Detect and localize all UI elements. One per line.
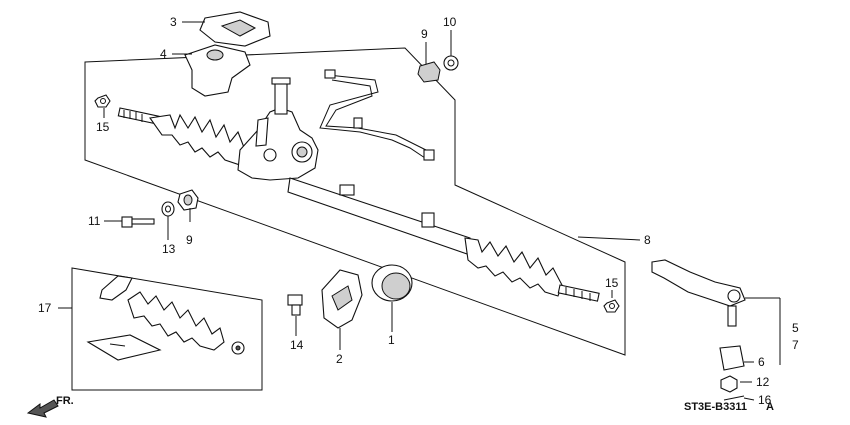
front-label: FR.: [56, 395, 74, 407]
rack-assembly-frame: [84, 47, 626, 356]
part-9-top-bushing[interactable]: [417, 61, 441, 83]
part-13-washer[interactable]: [161, 201, 175, 217]
callout-6: 6: [758, 355, 765, 369]
callout-11: 11: [88, 214, 101, 228]
diagram-code-suffix: A: [766, 401, 774, 413]
callout-2: 2: [336, 352, 343, 366]
callout-3: 3: [170, 15, 177, 29]
callout-7: 7: [792, 338, 799, 352]
part-2-bracket[interactable]: [321, 269, 363, 329]
callout-8: 8: [644, 233, 651, 247]
callout-4: 4: [160, 47, 167, 61]
gear-housing[interactable]: [237, 77, 319, 181]
fluid-lines[interactable]: [319, 69, 435, 161]
right-tie-rod[interactable]: [557, 284, 600, 302]
callout-16: 16: [758, 393, 772, 407]
diagram-code-text: ST3E-B3311: [684, 401, 747, 413]
callout-17: 17: [38, 301, 52, 315]
part-11-bolt[interactable]: [121, 216, 155, 228]
tie-rod-end[interactable]: [651, 259, 746, 327]
part-10-cap[interactable]: [443, 55, 459, 71]
leader-lines: [58, 21, 781, 401]
callout-1: 1: [388, 333, 395, 347]
part-9-left-bushing[interactable]: [177, 189, 199, 211]
callout-15-right: 15: [605, 276, 619, 290]
callout-9-top: 9: [421, 27, 428, 41]
boot-kit-boot[interactable]: [127, 291, 225, 351]
callout-14: 14: [290, 338, 304, 352]
boot-kit-small-clip[interactable]: [231, 341, 245, 355]
part-3-upper-cover[interactable]: [199, 11, 271, 47]
boot-kit-grease-packet[interactable]: [86, 334, 162, 361]
left-rack-boot[interactable]: [149, 113, 246, 166]
right-rack-boot[interactable]: [464, 237, 563, 297]
callout-15-left: 15: [96, 120, 110, 134]
part-1-bushing[interactable]: [371, 264, 413, 302]
callout-10: 10: [443, 15, 457, 29]
callout-5: 5: [792, 321, 799, 335]
part-14-bolt[interactable]: [287, 294, 303, 316]
boot-kit-clamp[interactable]: [99, 275, 133, 301]
callout-13: 13: [162, 242, 176, 256]
boot-kit-frame: [71, 267, 263, 391]
part-6-boot[interactable]: [719, 345, 745, 371]
part-15-right-nut[interactable]: [603, 299, 620, 313]
callout-9-left: 9: [186, 233, 193, 247]
part-16-cotter-pin[interactable]: [723, 395, 745, 401]
part-4-grommet-mount[interactable]: [184, 44, 251, 97]
part-12-nut[interactable]: [720, 375, 738, 393]
callout-12: 12: [756, 375, 770, 389]
callout-labels: 3 4 9 10 15 11 13 9 8 15 17 14 2 1 5 7 6…: [38, 15, 799, 407]
diagram-code: ST3E-B3311 A: [684, 401, 774, 413]
front-direction-arrow: FR.: [26, 395, 74, 418]
part-15-left-nut[interactable]: [94, 94, 111, 108]
